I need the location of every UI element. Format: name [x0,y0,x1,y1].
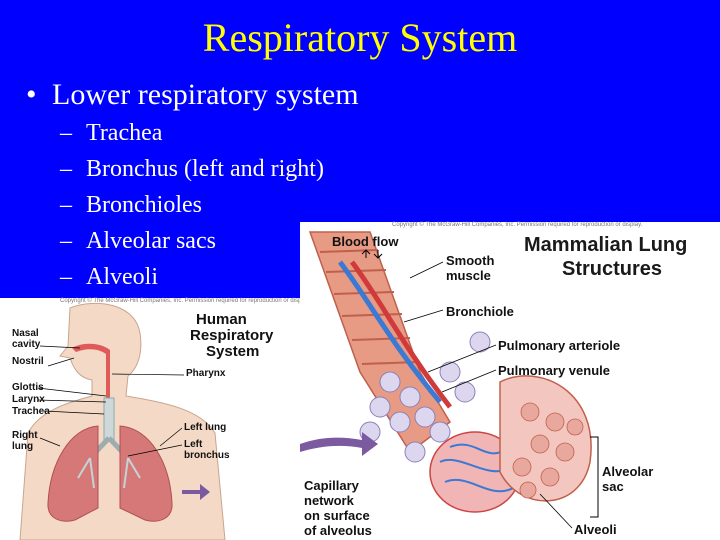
label-right-lung: Right [12,430,38,441]
copyright-note: Copyright © The McGraw-Hill Companies, I… [60,298,311,304]
lung-structures-figure: Copyright © The McGraw-Hill Companies, I… [300,222,720,540]
label-left-lung: Left lung [184,422,227,433]
label-capillary-network: of alveolus [304,523,372,538]
label-alveoli: Alveoli [574,522,617,537]
sub-item: –Bronchus (left and right) [60,156,324,182]
slide-title: Respiratory System [202,15,518,60]
human-respiratory-figure: Copyright © The McGraw-Hill Companies, I… [0,298,310,540]
label-left-bronchus: Left [184,439,203,450]
label-blood-flow: Blood flow [332,234,399,249]
sub-item: –Alveolar sacs [60,228,216,254]
sub-item-text: Bronchioles [86,192,202,218]
label-left-bronchus: bronchus [184,450,230,461]
label-alveolar-sac: sac [602,479,624,494]
sub-item: –Trachea [60,120,163,146]
label-right-lung: lung [12,441,34,452]
label-alveolar-sac: Alveolar [602,464,654,479]
sub-item: –Alveoli [60,264,158,290]
label-capillary-network: on surface [304,508,370,523]
label-pulmonary-arteriole: Pulmonary arteriole [498,338,621,353]
figure-title-line: System [206,343,260,360]
lung-structures-illustration [300,231,599,529]
bullet-lower-respiratory: • Lower respiratory system [26,76,359,114]
label-pulmonary-venule: Pulmonary venule [498,363,610,378]
bullet-text: Lower respiratory system [52,78,359,111]
label-nasal-cavity: cavity [12,339,41,350]
figure-title-line: Mammalian Lung [524,234,688,256]
label-larynx: Larynx [12,394,45,405]
bullet-dot: • [26,78,37,111]
label-bronchiole: Bronchiole [446,304,514,319]
sub-item-text: Alveolar sacs [86,228,216,254]
label-glottis: Glottis [12,382,44,393]
label-nasal-cavity: Nasal [12,328,39,339]
label-smooth-muscle: muscle [446,268,491,283]
sub-item: –Bronchioles [60,192,202,218]
label-trachea: Trachea [12,406,50,417]
label-pharynx: Pharynx [186,368,226,379]
label-smooth-muscle: Smooth [446,253,495,268]
human-respiratory-illustration [19,302,226,540]
figure-title-line: Respiratory [190,327,274,344]
label-capillary-network: Capillary [304,478,359,493]
sub-item-text: Bronchus (left and right) [86,156,324,182]
copyright-note: Copyright © The McGraw-Hill Companies, I… [392,222,643,228]
figure-title-line: Human [196,311,247,328]
sub-item-text: Trachea [86,120,163,146]
sub-item-text: Alveoli [86,264,158,290]
label-nostril: Nostril [12,356,44,367]
label-capillary-network: network [304,493,354,508]
figure-title-line: Structures [562,258,663,280]
